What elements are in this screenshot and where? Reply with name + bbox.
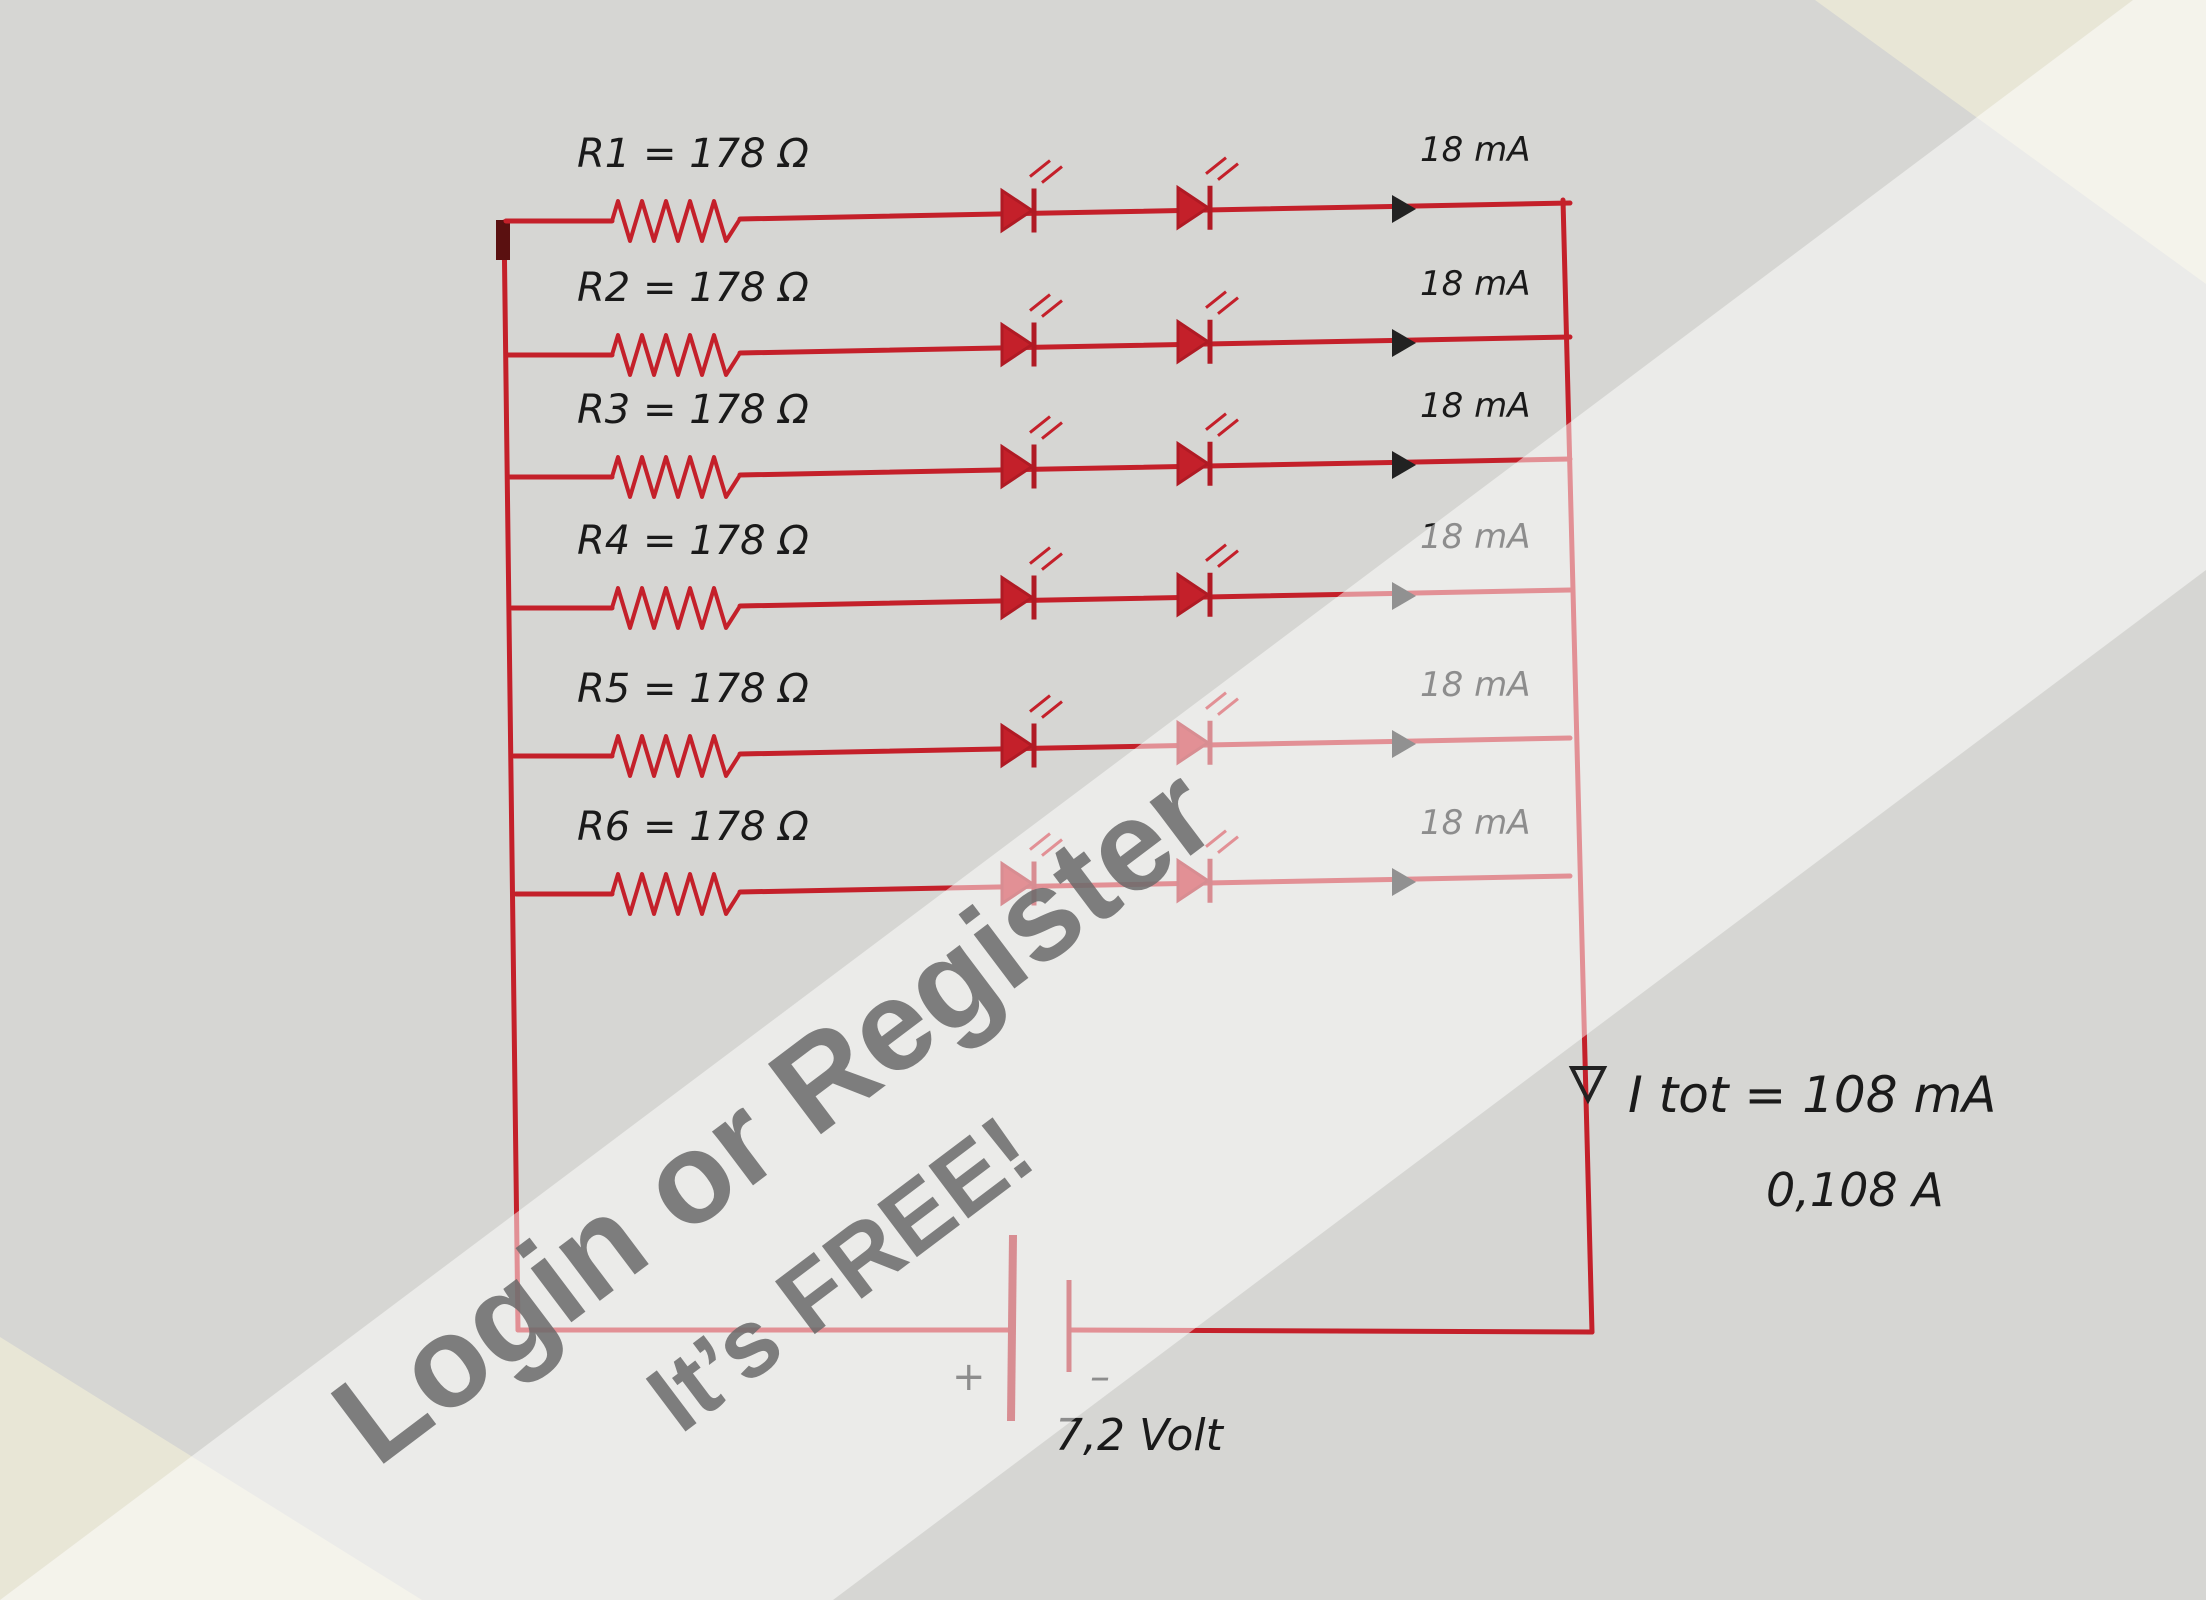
branch-current-label: 18 mA — [1420, 264, 1530, 304]
total-current-amps: 0,108 A — [1766, 1163, 1944, 1217]
battery-voltage-label: 7,2 Volt — [1055, 1410, 1225, 1461]
branch-current-label: 18 mA — [1420, 386, 1530, 426]
led-icon — [1000, 187, 1035, 234]
resistor-6 — [610, 872, 742, 916]
total-current-arrow-icon — [1568, 1066, 1608, 1105]
led-icon — [1176, 318, 1211, 365]
current-arrow-icon — [1392, 451, 1416, 479]
resistor-1 — [610, 199, 742, 243]
current-arrow-icon — [1392, 329, 1416, 357]
led-icon — [1000, 574, 1035, 621]
led-icon — [1000, 321, 1035, 368]
total-current-label: I tot = 108 mA — [1628, 1066, 1996, 1124]
branch-2: R2 = 178 Ω 18 mA — [505, 264, 1573, 377]
resistor-label: R3 = 178 Ω — [577, 387, 809, 433]
led-icon — [1176, 571, 1211, 618]
resistor-3 — [610, 455, 742, 499]
led-icon — [1176, 440, 1211, 487]
resistor-5 — [610, 734, 742, 778]
resistor-label: R1 = 178 Ω — [577, 131, 809, 177]
led-icon — [1000, 443, 1035, 490]
branch-current-label: 18 mA — [1420, 130, 1530, 170]
resistor-2 — [610, 333, 742, 377]
led-icon — [1000, 722, 1035, 769]
led-icon — [1176, 184, 1211, 231]
branch-3: R3 = 178 Ω 18 mA — [507, 386, 1573, 499]
resistor-4 — [610, 586, 742, 630]
resistor-label: R2 = 178 Ω — [577, 265, 809, 311]
current-arrow-icon — [1392, 195, 1416, 223]
resistor-label: R4 = 178 Ω — [577, 518, 809, 564]
resistor-label: R6 = 178 Ω — [577, 804, 809, 850]
branch-1: R1 = 178 Ω 18 mA — [503, 130, 1573, 243]
resistor-label: R5 = 178 Ω — [577, 666, 809, 712]
